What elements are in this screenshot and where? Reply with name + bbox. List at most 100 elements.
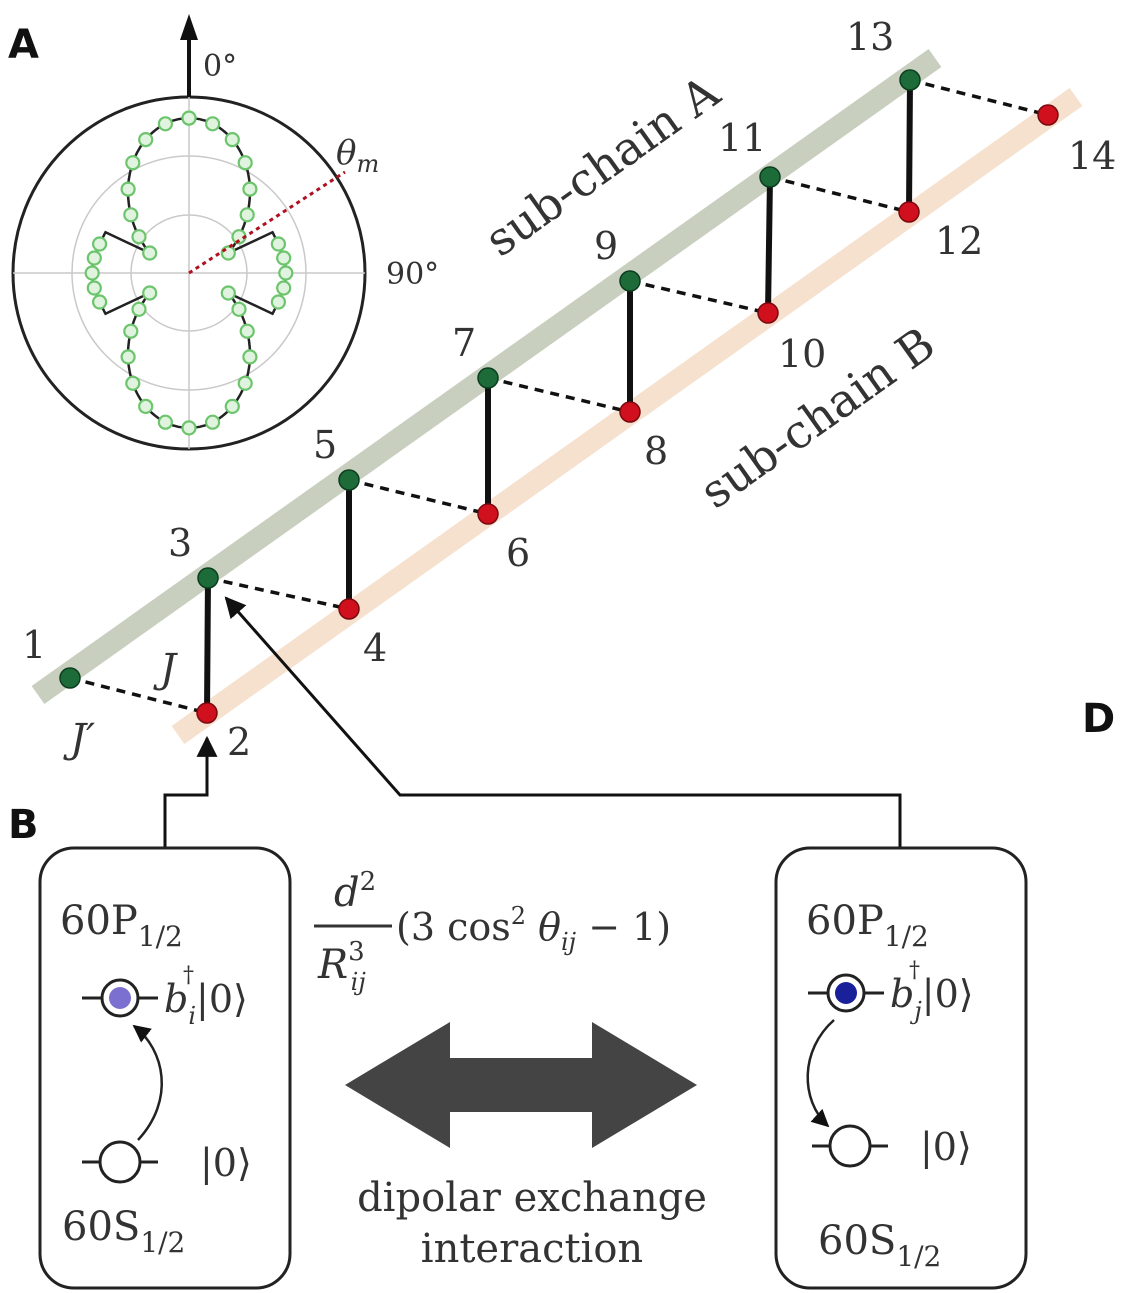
polar-data-point [205,116,221,132]
polar-data-point [138,398,154,414]
jprime-bond [487,376,631,414]
right-box-connector [224,596,902,848]
polar-data-point [131,301,147,317]
site-a [477,367,499,389]
chain-sites [59,69,1059,724]
left-top-state-label: 60P1/2 [60,898,183,953]
right-atom-box: 60P1/2 bj|0⟩ † |0⟩ 60S1/2 [774,846,1028,1290]
formula-expression: (3 cos2 θij − 1) [396,902,671,956]
polar-data-point [157,414,173,430]
jprime-bond [207,576,350,611]
polar-data-point [220,245,236,261]
polar-data-point [120,349,136,365]
polar-data-point [142,245,158,261]
site-label-b: 6 [506,531,530,575]
polar-data-point [242,181,258,197]
site-label-a: 13 [846,15,894,59]
coupling-jprime-label: J′ [63,716,95,762]
site-a [899,69,921,91]
left-dagger-icon: † [183,963,194,988]
site-label-a: 7 [452,321,476,365]
right-deexcitation-arrow [806,1019,835,1128]
polar-data-point [224,132,240,148]
right-box-frame [774,846,1028,1290]
left-ground-state-label: |0⟩ [200,1141,252,1185]
polar-data-point [91,236,108,252]
polar-data-point [125,375,141,391]
polar-data-point [276,280,292,296]
theta-m-label: θm [336,133,379,178]
polar-data-point [84,265,100,281]
polar-data-point [242,349,258,365]
polar-data-points [84,110,294,436]
j-bond [906,79,913,213]
polar-data-point [138,132,154,148]
site-label-a: 1 [22,623,46,667]
polar-data-point [91,294,108,310]
panel-label-b: B [8,802,39,848]
site-label-b: 4 [363,626,387,670]
polar-data-point [237,375,253,391]
site-label-b: 10 [778,332,826,376]
polar-data-point [237,155,253,171]
double-arrow-icon [345,1022,697,1148]
exchange-label-line2: interaction [421,1226,643,1272]
polar-data-point [276,250,292,266]
site-a [759,166,781,188]
exchange-label-line1: dipolar exchange [357,1175,707,1221]
polar-data-point [205,414,221,430]
polar-plot: 0° 90° θm [11,14,439,451]
polar-data-point [231,301,247,317]
site-label-a: 9 [594,224,618,268]
coupling-j-label: J [153,646,178,692]
polar-data-point [181,420,197,436]
polar-data-point [239,323,255,339]
site-b [898,201,920,223]
site-label-b: 14 [1068,134,1116,178]
site-a [338,469,360,491]
left-ground-ring [98,1140,142,1184]
j-bond [765,176,773,314]
site-label-b: 2 [227,720,251,764]
left-excitation-arrow [132,1024,164,1141]
site-b [1037,104,1059,126]
left-atom-box: 60P1/2 bi|0⟩ † |0⟩ 60S1/2 [38,846,292,1290]
polar-data-point [270,236,286,252]
site-b [196,702,218,724]
polar-data-point [278,265,294,281]
polar-label-zero: 0° [203,49,237,84]
left-excited-state-label: bi|0⟩ [164,977,248,1030]
polar-data-point [123,207,139,223]
theta-m-line [188,170,346,275]
polar-data-point [120,181,136,197]
polar-label-ninety: 90° [386,257,439,292]
jprime-bond [769,175,910,214]
right-dagger-icon: † [909,958,920,983]
site-b [477,503,499,525]
polar-data-point [239,207,255,223]
left-excitation-dot [109,987,131,1009]
jprime-bond [909,78,1049,117]
polar-data-point [224,398,240,414]
site-a [59,667,81,689]
polar-data-point [142,285,158,301]
site-b [338,598,360,620]
polar-data-point [123,323,139,339]
polar-data-point [220,285,236,301]
right-bottom-state-label: 60S1/2 [818,1218,941,1273]
polar-data-point [181,110,197,126]
site-label-a: 3 [168,521,192,565]
jprime-bond [69,676,208,715]
j-bond [204,577,211,714]
jprime-bond [629,279,769,315]
left-bottom-state-label: 60S1/2 [62,1204,185,1259]
right-ground-ring [828,1124,872,1168]
site-b [619,401,641,423]
polar-data-point [157,116,173,132]
polar-data-point [86,250,102,266]
polar-data-point [270,294,286,310]
polar-data-point [86,280,102,296]
site-a [619,270,641,292]
